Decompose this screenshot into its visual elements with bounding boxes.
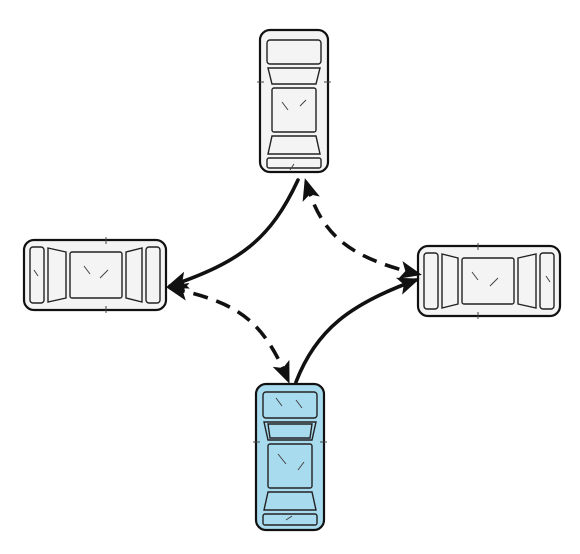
car-top [257, 28, 331, 174]
arrow-left-bottom-dashed [166, 282, 290, 384]
car-bottom-body [254, 382, 326, 532]
arrow-bottom-to-right [294, 277, 420, 384]
car-bottom-highlighted [253, 382, 327, 532]
car-top-body [258, 28, 330, 174]
car-right-body [416, 244, 562, 318]
car-left-body [22, 238, 168, 312]
car-left [22, 237, 168, 313]
car-right [416, 243, 562, 319]
arrow-top-to-left [166, 178, 300, 289]
arrow-top-right-dashed [302, 178, 422, 279]
